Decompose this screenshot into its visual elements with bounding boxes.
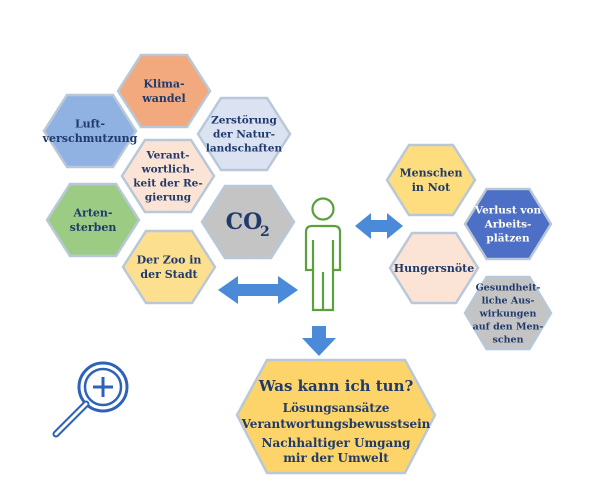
hexagon-verlust-line: Verlust von: [474, 205, 542, 217]
hexagon-verlust-shape: [463, 187, 553, 261]
hexagon-verantwortlichkeit-line: wortlich-: [141, 164, 195, 176]
double-arrow-person-right: [355, 213, 403, 239]
hexagon-zoo-line: der Stadt: [140, 268, 198, 281]
hexagon-klima-line: Klima-: [143, 78, 184, 91]
hexagon-klima-shape: [116, 53, 212, 129]
hexagon-co2-shape: [200, 184, 296, 260]
hexagon-verantwortlichkeit: Verant-wortlich-keit der Re-gierung: [120, 138, 216, 214]
arrows: [218, 213, 403, 356]
hexagon-artensterben-line: sterben: [70, 221, 117, 234]
bottom-hexagon-line-3: Nachhaltiger Umgang: [262, 436, 412, 450]
person-outline-icon: [304, 197, 342, 312]
hexagon-verantwortlichkeit-shape: [120, 138, 216, 214]
hexagon-hunger-line: Hungersnöte: [394, 262, 474, 275]
hexagon-artensterben: Arten-sterben: [45, 182, 141, 258]
bottom-hexagon-line-1: Lösungsansätze: [283, 401, 390, 415]
hexagon-gesundheit-line: liche Aus-: [482, 295, 535, 306]
hexagon-luft-line: Luft-: [75, 118, 105, 131]
hexagon-menschen-line: in Not: [412, 181, 451, 194]
hexagon-luft-line: verschmutzung: [42, 132, 138, 145]
hexagon-verantwortlichkeit-line: keit der Re-: [133, 178, 202, 190]
hexagon-zerstoerung-line: landschaften: [206, 143, 283, 155]
hexagon-verantwortlichkeit-line: gierung: [145, 192, 192, 204]
hexagon-co2: CO2: [200, 184, 296, 260]
bottom-hexagon-line-2: Verantwortungsbewusstsein: [241, 417, 431, 431]
left-hexagon-cluster: Klima-wandelLuft-verschmutzungZerstörung…: [42, 53, 296, 305]
bottom-hexagon-line-4: mir der Umwelt: [283, 451, 389, 465]
hexagon-gesundheit-line: wirkungen: [479, 308, 537, 319]
hexagon-menschen-shape: [385, 143, 477, 217]
down-arrow-person-bottom: [302, 326, 336, 356]
hexagon-verlust-line: Arbeits-: [484, 219, 532, 231]
hexagon-hunger-shape: [388, 231, 480, 305]
hexagon-menschen-line: Menschen: [399, 167, 462, 180]
hexagon-gesundheit-line: Gesundheit-: [476, 282, 541, 293]
hexagon-verantwortlichkeit-line: Verant-: [145, 150, 189, 162]
hexagon-zerstoerung: Zerstörung der Natur-landschaften: [196, 96, 292, 172]
hexagon-klima: Klima-wandel: [116, 53, 212, 129]
hexagon-zoo-shape: [121, 229, 217, 305]
hexagon-zerstoerung-line: Zerstörung: [211, 115, 277, 127]
hexagon-gesundheit-line: schen: [493, 334, 524, 345]
hexagon-zerstoerung-line: der Natur-: [213, 129, 275, 141]
hexagon-verlust-line: plätzen: [486, 233, 530, 245]
hexagon-hunger: Hungersnöte: [388, 231, 480, 305]
hexagon-gesundheit-shape: [463, 275, 553, 351]
hexagon-co2-label: CO: [226, 209, 263, 235]
magnifier-zoom-in-icon[interactable]: [52, 361, 129, 438]
hexagon-artensterben-line: Arten-: [73, 207, 113, 220]
bottom-hexagon: Was kann ich tun? Lösungsansätze Verantw…: [235, 358, 437, 475]
hexagon-zerstoerung-shape: [196, 96, 292, 172]
hexagon-artensterben-shape: [45, 182, 141, 258]
bottom-hexagon-title: Was kann ich tun?: [258, 377, 414, 395]
hexagon-co2-subscript: 2: [260, 224, 270, 240]
hexagon-luft-shape: [42, 93, 138, 169]
hexagon-klima-line: wandel: [141, 92, 185, 105]
hexagon-gesundheit: Gesundheit-liche Aus-wirkungen auf den Me…: [463, 275, 553, 351]
hexagon-luft: Luft-verschmutzung: [42, 93, 138, 169]
hexagon-gesundheit-line: auf den Men-: [473, 321, 544, 332]
hexagon-zoo-line: Der Zoo in: [137, 254, 202, 267]
double-arrow-left-person: [218, 276, 298, 304]
